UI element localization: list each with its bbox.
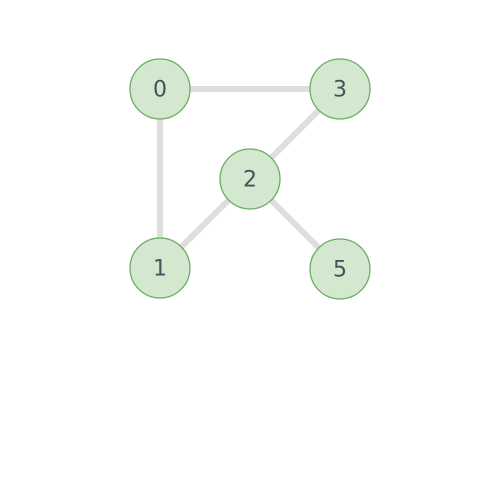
node-5-label: 5	[333, 258, 347, 283]
node-3: 3	[309, 58, 371, 120]
node-0-label: 0	[153, 78, 167, 103]
node-2-label: 2	[243, 168, 257, 193]
node-2-circle	[219, 148, 281, 210]
node-3-label: 3	[333, 78, 347, 103]
node-0: 0	[129, 58, 191, 120]
nodes-layer: 0 3 2 1 5	[129, 58, 371, 300]
node-1: 1	[129, 237, 191, 299]
node-0-circle	[129, 58, 191, 120]
node-5: 5	[309, 238, 371, 300]
node-3-circle	[309, 58, 371, 120]
node-1-circle	[129, 237, 191, 299]
node-5-circle	[309, 238, 371, 300]
node-2: 2	[219, 148, 281, 210]
node-1-label: 1	[153, 257, 167, 282]
